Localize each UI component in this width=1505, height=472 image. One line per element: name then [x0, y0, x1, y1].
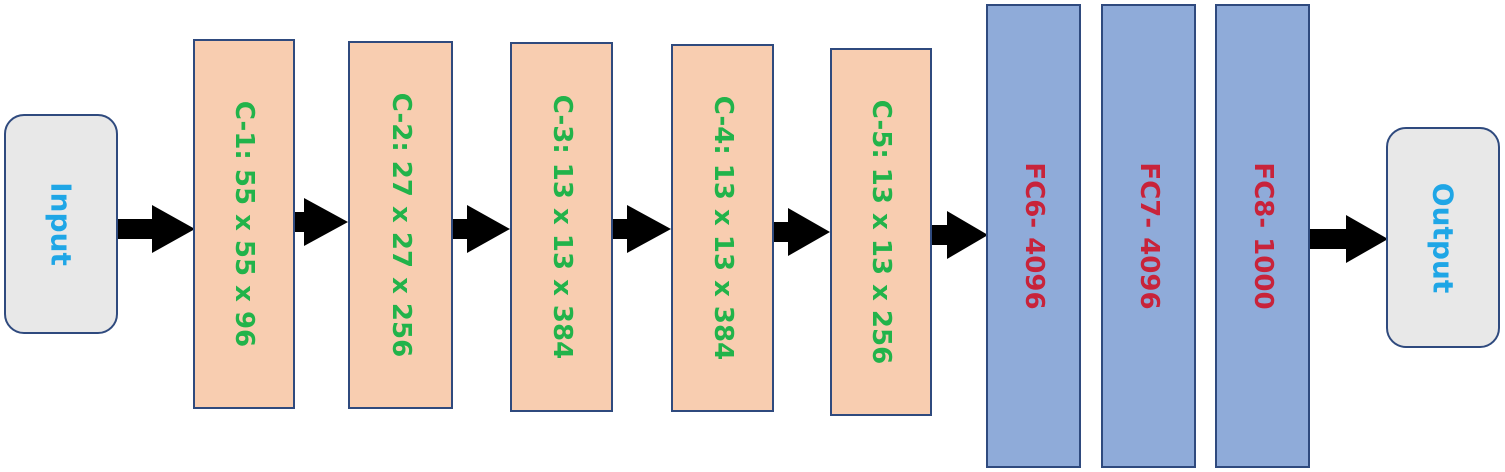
output-node: Output	[1386, 127, 1500, 348]
arrow-c3-to-c4	[613, 205, 671, 253]
conv-layer-c5: C-5: 13 x 13 x 256	[830, 48, 932, 416]
fc-layer-label: FC6- 4096	[1018, 162, 1049, 310]
arrow-c4-to-c5	[774, 208, 830, 256]
arrow-c2-to-c3	[453, 205, 510, 253]
arrow-c5-to-fc6	[932, 211, 988, 259]
fc-layer-fc7: FC7- 4096	[1101, 4, 1196, 468]
arrow-input-to-c1	[118, 205, 195, 253]
input-label: Input	[44, 182, 78, 266]
conv-layer-label: C-3: 13 x 13 x 384	[546, 94, 577, 360]
fc-layer-fc6: FC6- 4096	[986, 4, 1081, 468]
arrow-fc8-to-output	[1310, 215, 1388, 263]
conv-layer-c1: C-1: 55 x 55 x 96	[193, 39, 295, 409]
conv-layer-label: C-1: 55 x 55 x 96	[229, 100, 259, 348]
conv-layer-label: C-2: 27 x 27 x 256	[385, 92, 416, 358]
arrow-c1-to-c2	[294, 198, 348, 246]
conv-layer-c2: C-2: 27 x 27 x 256	[348, 41, 453, 409]
output-label: Output	[1426, 182, 1460, 293]
conv-layer-label: C-4: 13 x 13 x 384	[707, 95, 738, 361]
fc-layer-fc8: FC8- 1000	[1215, 4, 1310, 468]
fc-layer-label: FC7- 4096	[1133, 162, 1164, 310]
fc-layer-label: FC8- 1000	[1247, 162, 1278, 310]
conv-layer-c4: C-4: 13 x 13 x 384	[671, 44, 774, 412]
input-node: Input	[4, 114, 118, 334]
conv-layer-label: C-5: 13 x 13 x 256	[866, 99, 896, 365]
conv-layer-c3: C-3: 13 x 13 x 384	[510, 42, 613, 412]
